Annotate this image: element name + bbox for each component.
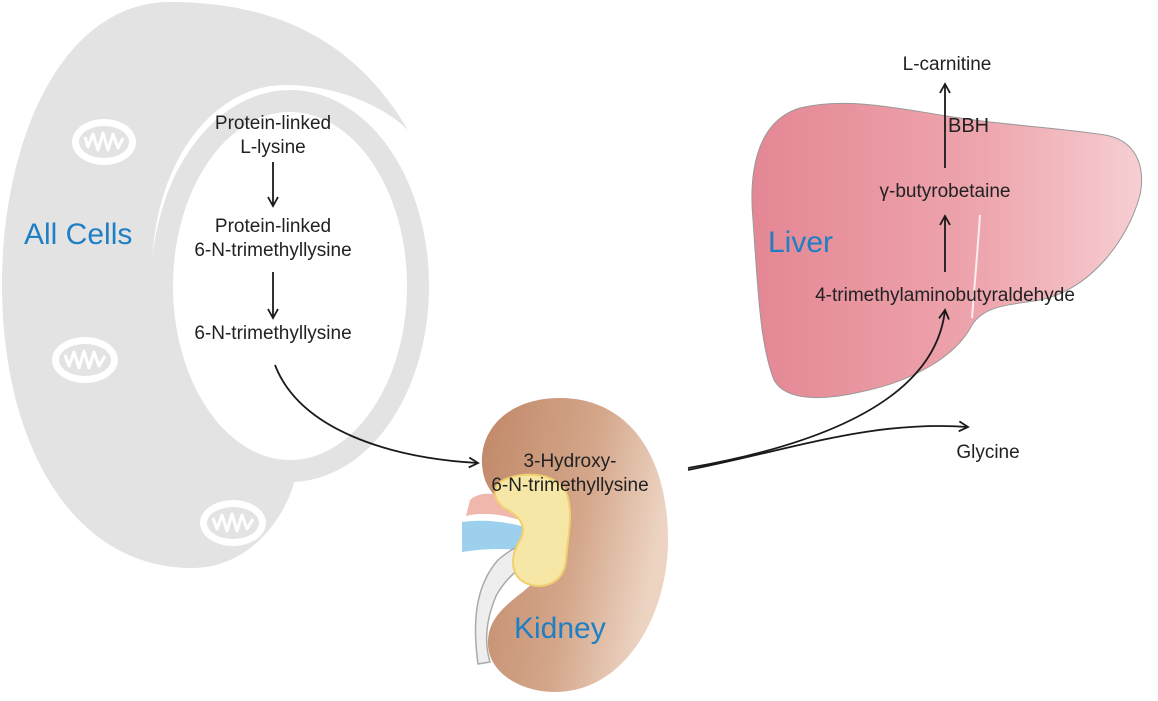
arrow-kidney-to-glycine	[687, 420, 970, 471]
metabolite-tmaba: 4-trimethylaminobutyraldehyde	[815, 285, 1075, 306]
arrow-tml-to-kidney	[274, 364, 480, 469]
arrow-kidney-to-liver	[687, 308, 950, 469]
enzyme-bbh: BBH	[948, 115, 990, 137]
liver-icon	[751, 102, 1143, 398]
metabolite-glycine: Glycine	[956, 442, 1020, 463]
metabolite-tml: 6-N-trimethyllysine	[194, 323, 352, 344]
metabolite-hydroxy-tml: 3-Hydroxy- 6-N-trimethyllysine	[491, 451, 649, 496]
cell-icon	[2, 2, 429, 568]
region-label-all-cells: All Cells	[24, 218, 133, 251]
reaction-arrows	[267, 82, 970, 471]
region-label-liver: Liver	[768, 226, 834, 259]
kidney-icon	[462, 398, 668, 692]
mitochondrion-icon	[52, 337, 118, 383]
mitochondrion-icon	[72, 119, 136, 165]
region-label-kidney: Kidney	[514, 612, 606, 645]
metabolite-protein-linked-lysine: Protein-linked L-lysine	[214, 113, 332, 158]
mitochondrion-icon	[200, 500, 266, 546]
metabolite-l-carnitine: L-carnitine	[902, 54, 992, 75]
metabolite-butyrobetaine: γ-butyrobetaine	[879, 181, 1011, 202]
metabolite-protein-linked-tml: Protein-linked 6-N-trimethyllysine	[194, 216, 352, 261]
